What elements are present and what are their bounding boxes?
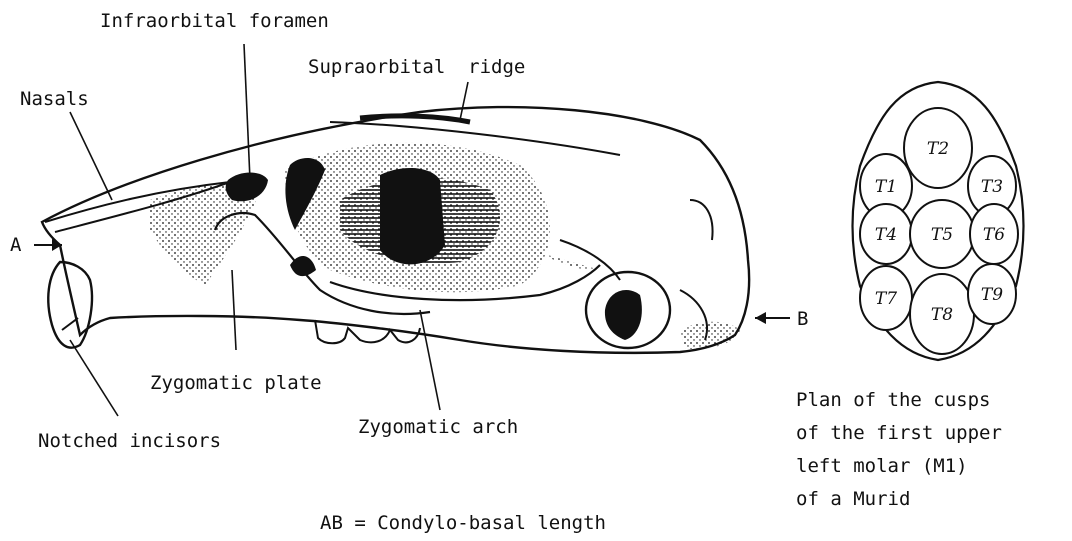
cusp-label-t9: T9 [981, 285, 1003, 305]
caption-line-3: left molar (M1) [796, 450, 1002, 483]
cusp-label-t3: T3 [981, 177, 1003, 197]
cusp-label-t6: T6 [983, 225, 1005, 245]
label-point-a: A [10, 234, 21, 256]
cusp-label-t5: T5 [931, 225, 953, 245]
caption-line-2: of the first upper [796, 417, 1002, 450]
label-point-b: B [797, 308, 808, 330]
caption-line-1: Plan of the cusps [796, 384, 1002, 417]
leader-supraorbital [460, 82, 468, 120]
molar-cusp-plan: T1 T2 T3 T4 T5 T6 T7 T8 T9 [848, 76, 1028, 366]
label-notched-incisors: Notched incisors [38, 430, 221, 452]
molar-caption: Plan of the cusps of the first upper lef… [796, 384, 1002, 516]
leader-incisors [70, 340, 118, 416]
leader-nasals [70, 112, 112, 200]
label-supraorbital-ridge: Supraorbital ridge [308, 56, 525, 78]
cusp-label-t1: T1 [875, 177, 897, 197]
cusp-label-t7: T7 [875, 289, 897, 309]
leader-infraorbital [244, 44, 250, 180]
incisor [48, 262, 92, 348]
infraorbital-foramen-shape [226, 173, 268, 202]
label-infraorbital-foramen: Infraorbital foramen [100, 10, 329, 32]
label-nasals: Nasals [20, 88, 89, 110]
cusp-label-t4: T4 [875, 225, 897, 245]
cusp-label-t8: T8 [931, 305, 953, 325]
leader-zygomatic-plate [232, 270, 236, 350]
cusp-label-t2: T2 [927, 139, 949, 159]
label-zygomatic-arch: Zygomatic arch [358, 416, 518, 438]
caption-line-4: of a Murid [796, 483, 1002, 516]
condylo-basal-length-note: AB = Condylo-basal length [320, 512, 606, 534]
leader-zygomatic-arch [420, 310, 440, 410]
label-zygomatic-plate: Zygomatic plate [150, 372, 322, 394]
